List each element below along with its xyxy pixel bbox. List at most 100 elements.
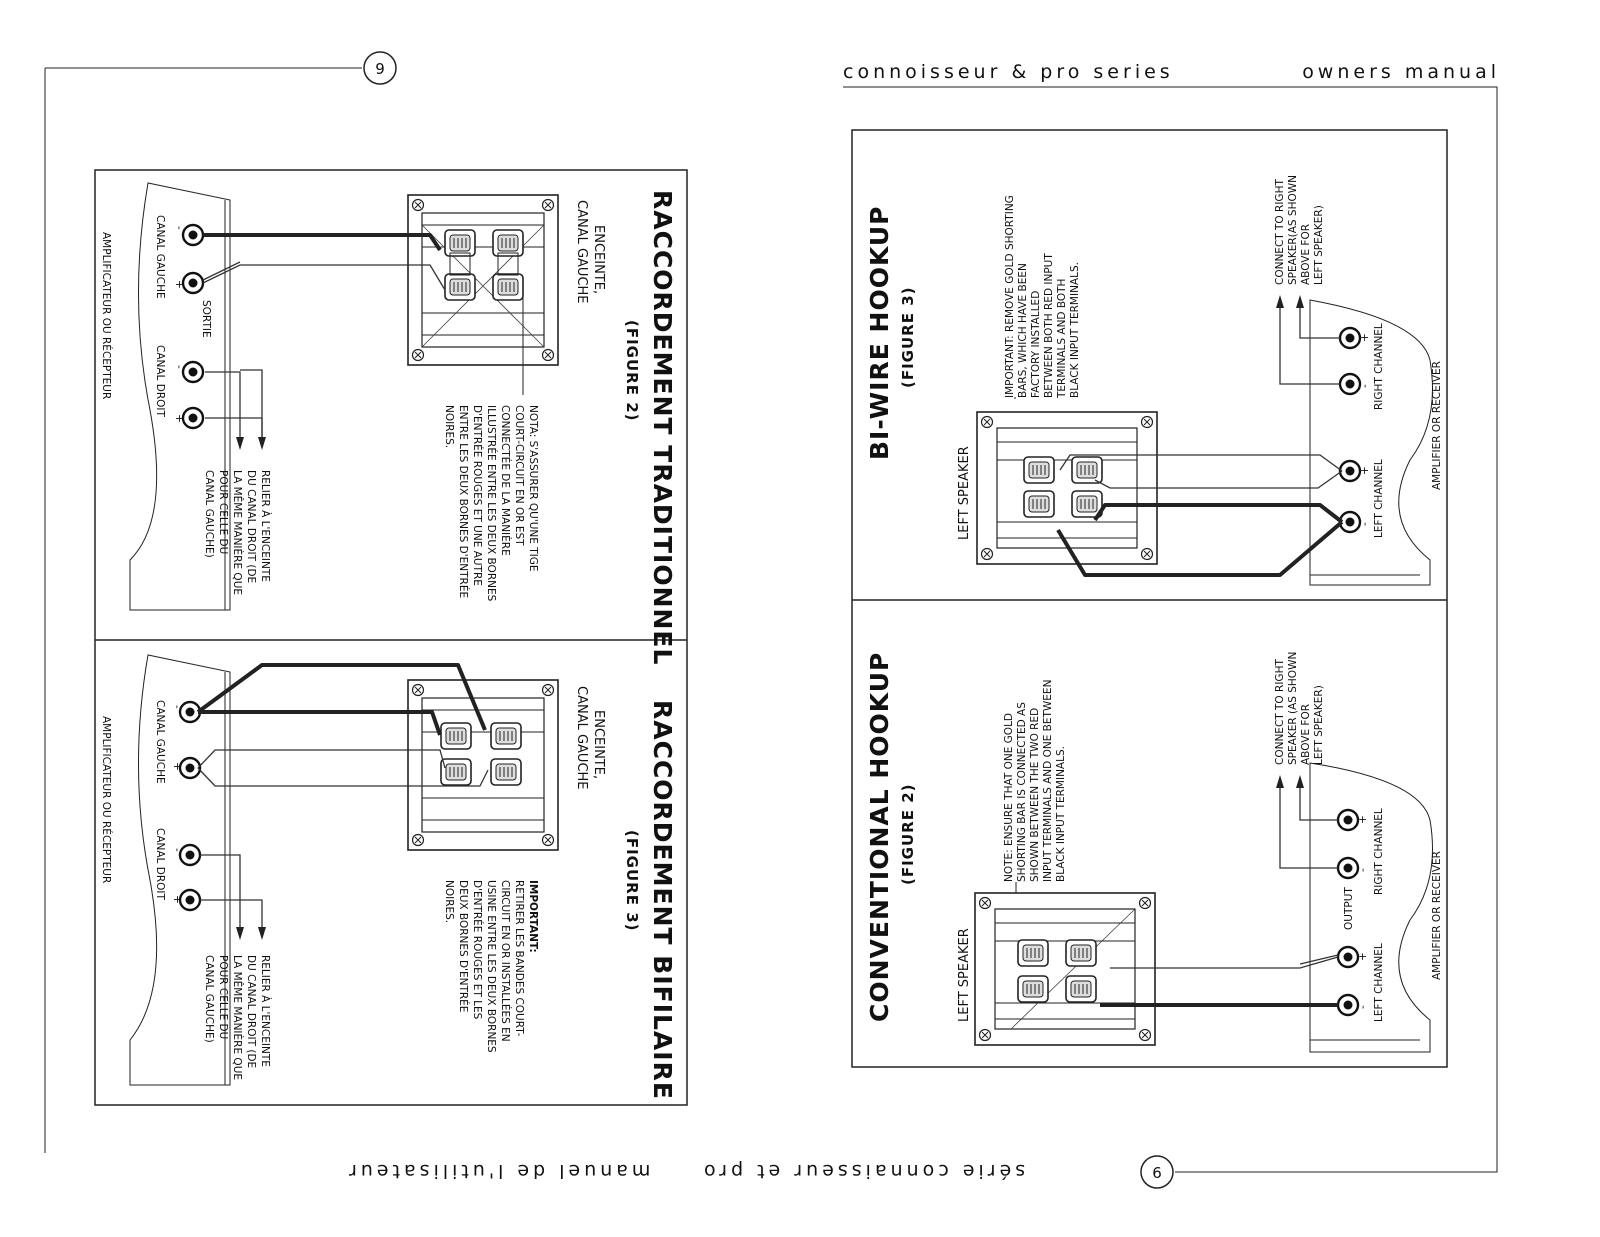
svg-text:SHOWN BETWEEN THE TWO RED: SHOWN BETWEEN THE TWO RED — [1029, 708, 1041, 882]
svg-text:+: + — [171, 895, 183, 904]
svg-text:D'ENTRÉE ROUGES ET UNE AUTRE: D'ENTRÉE ROUGES ET UNE AUTRE — [471, 405, 484, 586]
svg-text:NOTA: S'ASSURER QU'UNE TIGE: NOTA: S'ASSURER QU'UNE TIGE — [527, 405, 539, 572]
bifilaire-note: IMPORTANT: RETIRER LES BANDES COURT- CIR… — [443, 880, 539, 1053]
svg-text:LA MÊME MANIÈRE QUE: LA MÊME MANIÈRE QUE — [231, 955, 244, 1080]
svg-text:BARS, WHICH HAVE BEEN: BARS, WHICH HAVE BEEN — [1017, 263, 1029, 398]
svg-text:-: - — [171, 705, 183, 709]
svg-text:BLACK INPUT TERMINALS.: BLACK INPUT TERMINALS. — [1069, 262, 1081, 398]
svg-text:-: - — [1357, 868, 1369, 872]
svg-text:RETIRER LES BANDES COURT-: RETIRER LES BANDES COURT- — [513, 880, 525, 1037]
traditionnel-connect-text: RELIER À L'ENCEINTE DU CANAL DROIT (DE L… — [203, 470, 272, 595]
svg-text:CONNECT TO RIGHT: CONNECT TO RIGHT — [1274, 659, 1286, 765]
svg-text:NOIRES.: NOIRES. — [443, 405, 455, 448]
traditionnel-speaker-label-2: CANAL GAUCHE — [574, 200, 589, 304]
bifilaire-speaker-label-2: CANAL GAUCHE — [574, 686, 589, 790]
traditionnel-figure: (FIGURE 2) — [623, 320, 641, 422]
svg-text:D'ENTRÉE ROUGES ET LES: D'ENTRÉE ROUGES ET LES — [471, 880, 484, 1020]
page-number-circle — [363, 51, 397, 85]
page-number: 9 — [375, 60, 385, 78]
svg-text:-: - — [1359, 384, 1371, 388]
svg-text:TERMINALS AND BOTH: TERMINALS AND BOTH — [1056, 279, 1068, 399]
svg-text:-: - — [1359, 522, 1371, 526]
svg-text:DEUX BORNES D'ENTRÉE: DEUX BORNES D'ENTRÉE — [457, 880, 470, 1012]
page-number-circle-right — [1140, 1155, 1174, 1189]
svg-text:LEFT SPEAKER): LEFT SPEAKER) — [1313, 685, 1325, 765]
traditionnel-amp-label: AMPLIFICATEUR OU RÉCEPTEUR — [100, 232, 113, 399]
svg-text:COURT-CIRCUIT EN OR EST: COURT-CIRCUIT EN OR EST — [513, 405, 525, 546]
svg-text:-: - — [173, 365, 185, 369]
biwire-right-channel: RIGHT CHANNEL — [1373, 323, 1385, 410]
biwire-connect-text: CONNECT TO RIGHT SPEAKER(AS SHOWN ABOVE … — [1274, 175, 1325, 285]
page-number-right: 6 — [1152, 1164, 1162, 1182]
conventional-note: NOTE: ENSURE THAT ONE GOLD SHORTING BAR … — [1003, 680, 1067, 882]
svg-text:+: + — [1359, 466, 1371, 475]
left-footer-series: série connaisseur et pro — [700, 1160, 1025, 1182]
bifilaire-title: RACCORDEMENT BIFILAIRE — [648, 700, 677, 1100]
svg-text:ILLUSTRÉE ENTRE LES DEUX BORNE: ILLUSTRÉE ENTRE LES DEUX BORNES — [485, 405, 498, 602]
conventional-speaker-plate — [974, 892, 1156, 1046]
traditionnel-title: RACCORDEMENT TRADITIONNEL — [648, 190, 677, 665]
svg-text:RELIER À L'ENCEINTE: RELIER À L'ENCEINTE — [259, 470, 272, 582]
left-footer-manual: manuel de l'utilisateur — [345, 1160, 650, 1182]
traditionnel-note: NOTA: S'ASSURER QU'UNE TIGE COURT-CIRCUI… — [443, 405, 539, 602]
svg-text:DU CANAL DROIT (DE: DU CANAL DROIT (DE — [245, 470, 257, 583]
fig-biwire: BI-WIRE HOOKUP (FIGURE 3) LEFT SPEAKER I… — [865, 175, 1443, 586]
svg-text:+: + — [173, 280, 185, 289]
biwire-note: IMPORTANT: REMOVE GOLD SHORTING BARS, WH… — [1004, 195, 1081, 399]
svg-text:-: - — [173, 226, 185, 230]
svg-text:ABOVE FOR: ABOVE FOR — [1300, 224, 1312, 285]
svg-text:ENTRE LES DEUX BORNES D'ENTRÉE: ENTRE LES DEUX BORNES D'ENTRÉE — [457, 405, 470, 598]
right-header-series: connoisseur & pro series — [843, 61, 1174, 83]
biwire-left-channel: LEFT CHANNEL — [1373, 459, 1385, 538]
traditionnel-right-channel: CANAL DROIT — [154, 345, 166, 417]
conventional-left-channel: LEFT CHANNEL — [1373, 943, 1385, 1022]
svg-text:INPUT TERMINALS AND ONE BETWEE: INPUT TERMINALS AND ONE BETWEEN — [1042, 680, 1054, 882]
left-page: 9 manuel de l'utilisateur série connaiss… — [44, 51, 1025, 1182]
conventional-output: OUTPUT — [1343, 887, 1355, 930]
traditionnel-speaker-plate — [408, 195, 558, 365]
biwire-title: BI-WIRE HOOKUP — [865, 205, 894, 460]
fig-conventional: CONVENTIONAL HOOKUP (FIGURE 2) LEFT SPEA… — [865, 652, 1443, 1053]
fig-traditionnel: RACCORDEMENT TRADITIONNEL (FIGURE 2) ENC… — [100, 182, 677, 665]
right-header-manual: owners manual — [1302, 61, 1500, 83]
conventional-connect-text: CONNECT TO RIGHT SPEAKER (AS SHOWN ABOVE… — [1274, 652, 1325, 765]
biwire-amp-label: AMPLIFIER OR RECEIVER — [1431, 361, 1443, 490]
traditionnel-left-channel: CANAL GAUCHE — [154, 215, 166, 299]
bifilaire-speaker-label-1: ENCEINTE, — [591, 710, 606, 779]
right-diagram-frame — [851, 129, 1448, 1068]
svg-text:FACTORY INSTALLED: FACTORY INSTALLED — [1030, 291, 1042, 398]
conventional-amp-label: AMPLIFIER OR RECEIVER — [1431, 851, 1443, 980]
svg-text:-: - — [171, 848, 183, 852]
svg-text:CANAL GAUCHE): CANAL GAUCHE) — [203, 955, 215, 1043]
svg-text:USINE ENTRE LES DEUX BORNES: USINE ENTRE LES DEUX BORNES — [485, 880, 497, 1053]
svg-text:LA MÊME MANIÈRE QUE: LA MÊME MANIÈRE QUE — [231, 470, 244, 595]
svg-text:-: - — [1357, 1005, 1369, 1009]
traditionnel-speaker-label-1: ENCEINTE, — [591, 225, 606, 294]
svg-text:DU CANAL DROIT (DE: DU CANAL DROIT (DE — [245, 955, 257, 1068]
bifilaire-speaker-plate — [408, 680, 558, 850]
right-page: connoisseur & pro series owners manual 6… — [843, 61, 1500, 1189]
bifilaire-connect-text: RELIER À L'ENCEINTE DU CANAL DROIT (DE L… — [203, 955, 272, 1080]
svg-text:CANAL GAUCHE): CANAL GAUCHE) — [203, 470, 215, 558]
svg-text:NOTE: ENSURE THAT ONE GOLD: NOTE: ENSURE THAT ONE GOLD — [1003, 713, 1015, 882]
svg-text:+: + — [1359, 333, 1371, 342]
svg-text:SHORTING BAR IS CONNECTED AS: SHORTING BAR IS CONNECTED AS — [1016, 702, 1028, 882]
conventional-figure: (FIGURE 2) — [899, 784, 917, 886]
svg-text:BLACK INPUT TERMINALS.: BLACK INPUT TERMINALS. — [1055, 746, 1067, 882]
svg-text:SPEAKER (AS SHOWN: SPEAKER (AS SHOWN — [1287, 652, 1299, 765]
conventional-right-channel: RIGHT CHANNEL — [1373, 808, 1385, 895]
svg-text:IMPORTANT:: IMPORTANT: — [527, 880, 539, 953]
bifilaire-amp-label: AMPLIFICATEUR OU RÉCEPTEUR — [100, 716, 113, 883]
svg-text:LEFT SPEAKER): LEFT SPEAKER) — [1313, 205, 1325, 285]
svg-text:+: + — [171, 762, 183, 771]
bifilaire-figure: (FIGURE 3) — [623, 830, 641, 932]
svg-text:BETWEEN BOTH RED INPUT: BETWEEN BOTH RED INPUT — [1043, 253, 1055, 398]
bifilaire-left-channel: CANAL GAUCHE — [154, 700, 166, 784]
conventional-speaker-label: LEFT SPEAKER — [957, 928, 972, 1022]
svg-text:ABOVE FOR: ABOVE FOR — [1300, 704, 1312, 765]
svg-text:POUR CELLE DU: POUR CELLE DU — [217, 470, 229, 554]
svg-text:+: + — [173, 414, 185, 423]
left-diagram-frame — [94, 169, 688, 1106]
svg-text:CONNECTÉE DE LA MANIÈRE: CONNECTÉE DE LA MANIÈRE — [499, 405, 512, 556]
